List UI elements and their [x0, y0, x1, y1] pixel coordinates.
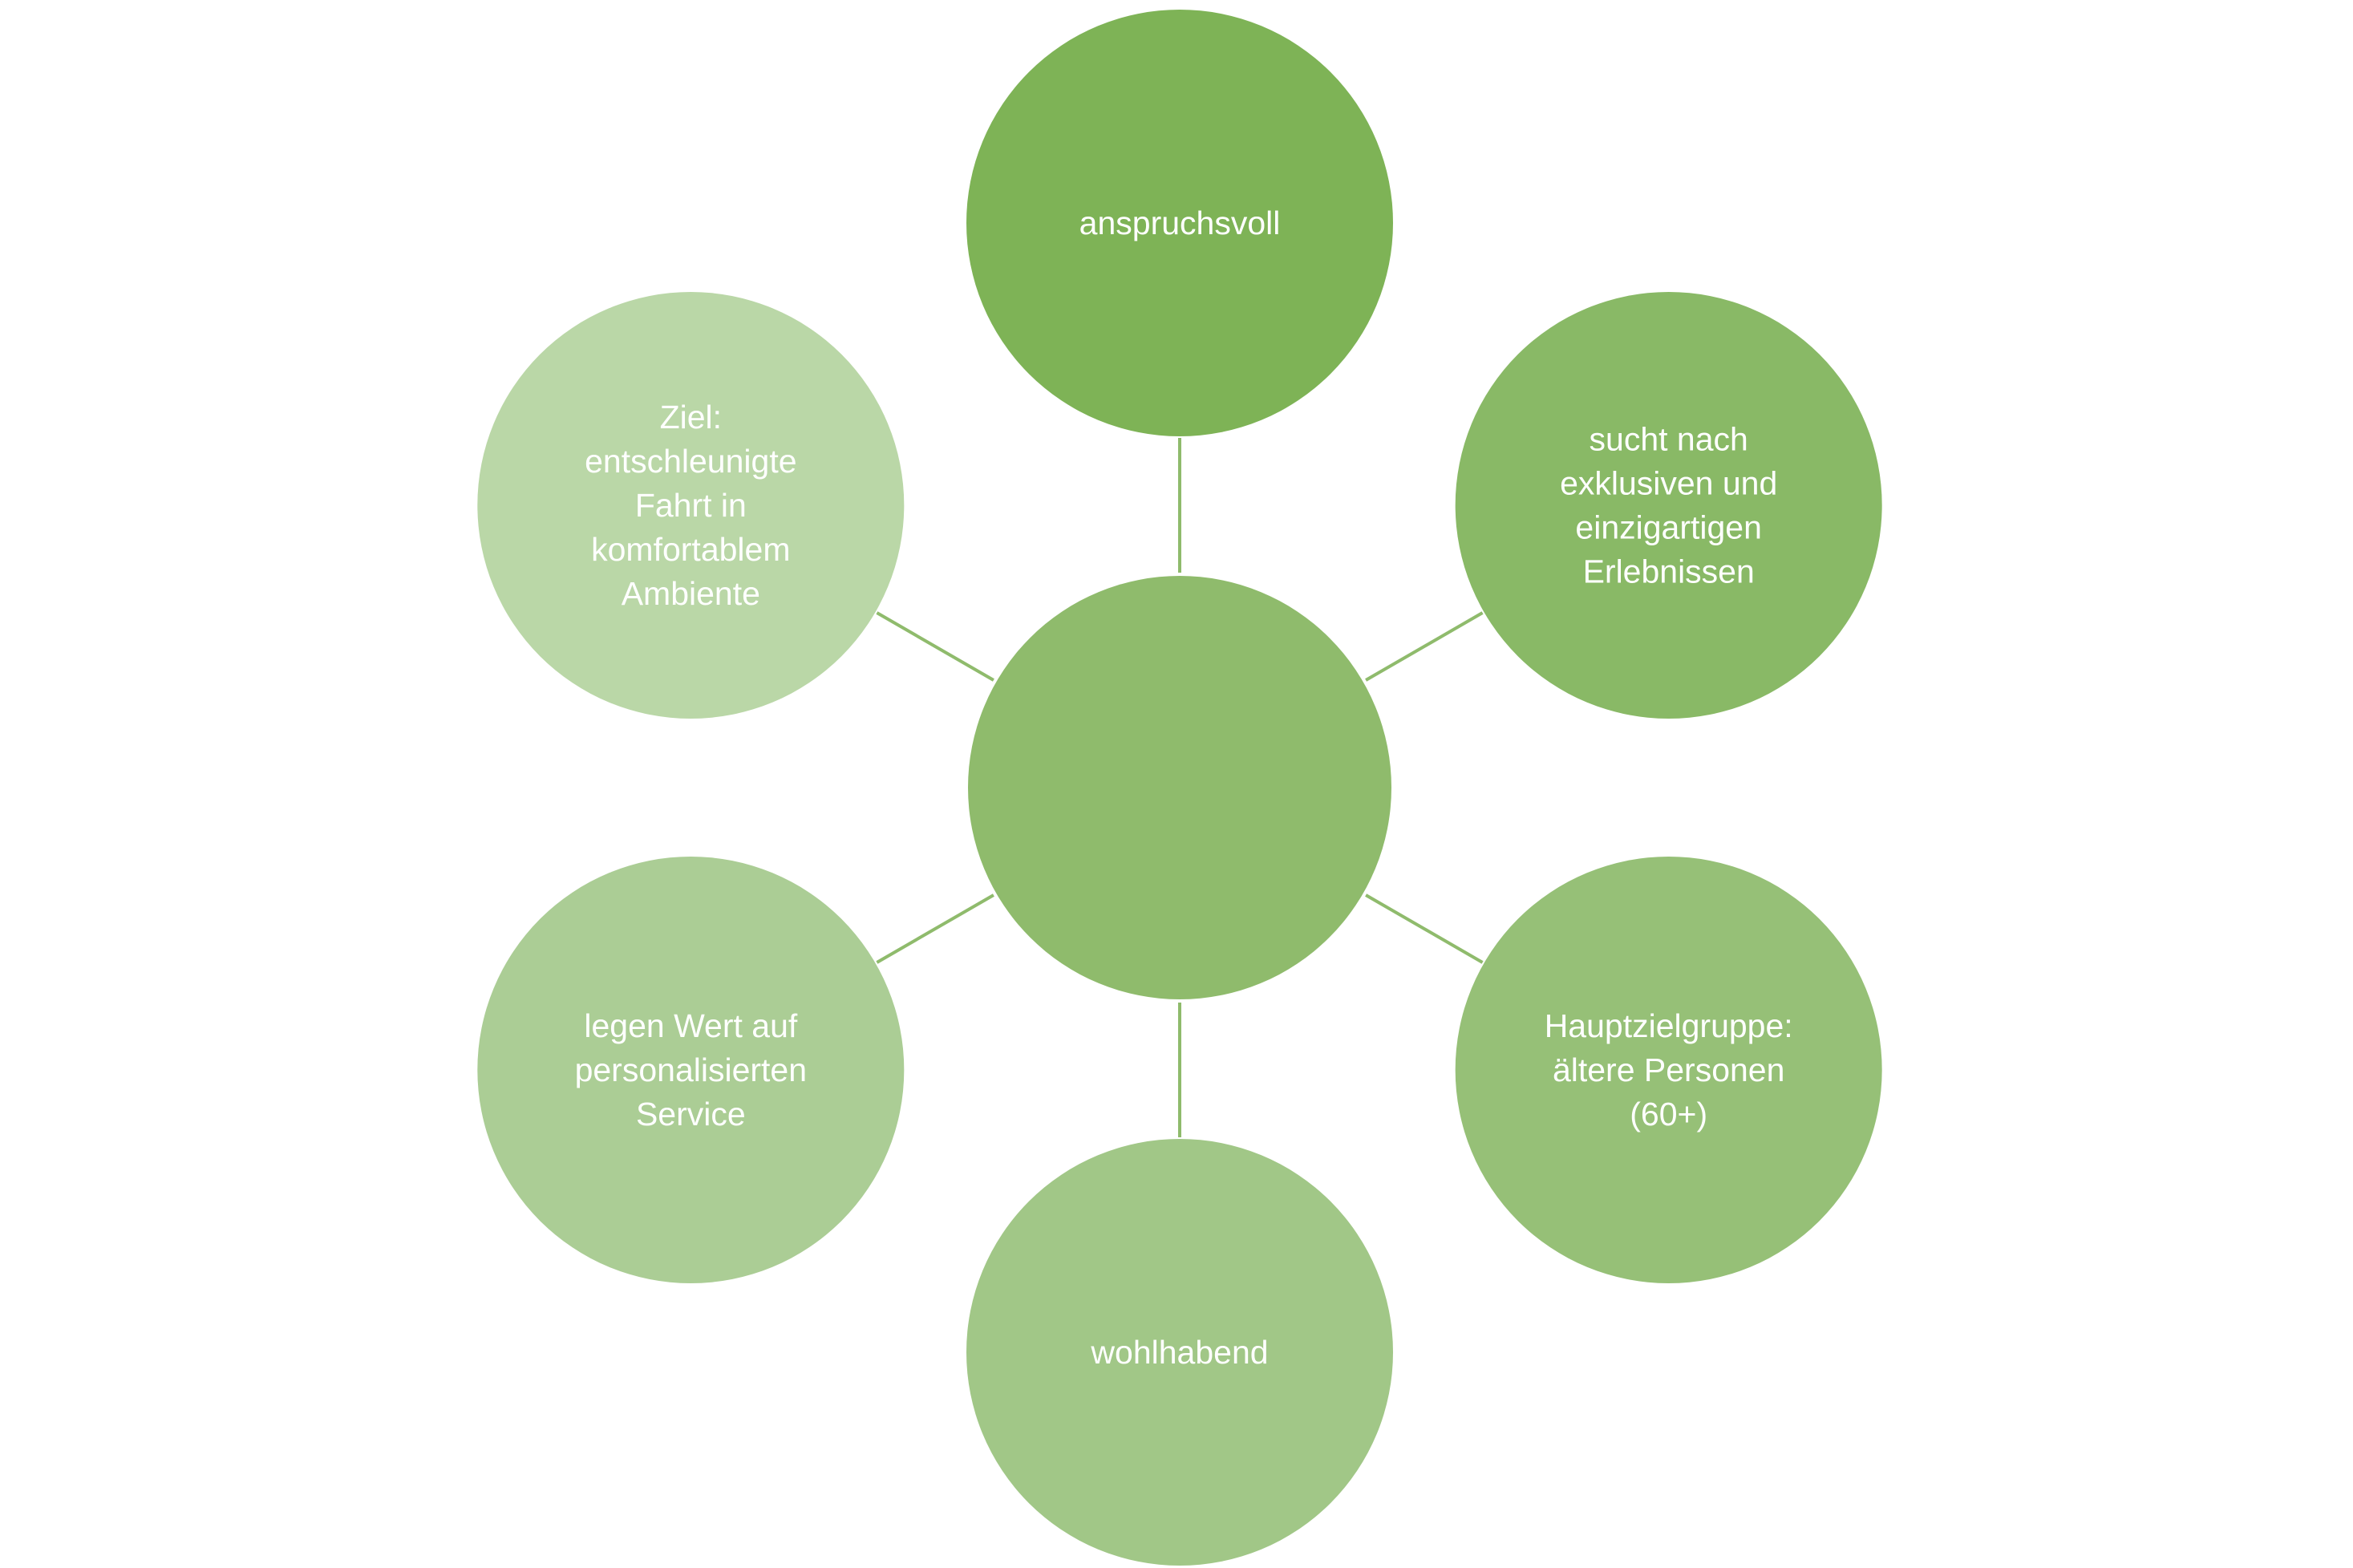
node-circle-ziel [477, 292, 905, 719]
node-circle-wohlhabend [966, 1139, 1393, 1566]
node-hauptzielgruppe: Hauptzielgruppe: ältere Personen (60+) [1455, 857, 1882, 1283]
node-label-anspruchsvoll: anspruchsvoll [1079, 205, 1281, 241]
node-label-line: einzigartigen [1575, 509, 1762, 546]
node-circle-anspruchsvoll [966, 10, 1393, 436]
node-label-line: komfortablem [591, 531, 790, 568]
node-label-line: legen Wert auf [584, 1007, 798, 1044]
node-label-line: sucht nach [1590, 421, 1748, 458]
node-label-line: entschleunigte [585, 443, 796, 480]
node-label-line: personalisierten [575, 1051, 807, 1088]
node-label-line: ältere Personen [1553, 1051, 1784, 1088]
node-label-line: Ziel: [660, 399, 722, 436]
node-label-line: Fahrt in [635, 487, 747, 524]
node-circle-sucht-nach-exklusiven [1455, 292, 1882, 719]
connector-sucht-nach-exklusiven [1365, 611, 1484, 682]
node-circle-hauptzielgruppe [1455, 857, 1882, 1283]
node-label-line: exklusiven und [1560, 465, 1777, 502]
connectors-group [876, 438, 1484, 1137]
connector-hauptzielgruppe [1365, 893, 1484, 964]
nodes-group: anspruchsvoll sucht nach exklusiven und ein… [477, 10, 1882, 1566]
node-label-wohlhabend: wohlhabend [1090, 1334, 1268, 1371]
node-anspruchsvoll: anspruchsvoll [966, 10, 1393, 436]
node-label-line: Ambiente [622, 575, 760, 612]
connector-legen-wert [876, 893, 994, 964]
node-label-line: wohlhabend [1090, 1334, 1268, 1371]
node-label-line: Service [636, 1096, 746, 1132]
node-circle-legen-wert [477, 857, 905, 1283]
node-label-line: Erlebnissen [1583, 553, 1755, 590]
node-label-line: Hauptzielgruppe: [1545, 1007, 1793, 1044]
node-label-line: (60+) [1630, 1096, 1707, 1132]
center-circle [968, 576, 1391, 999]
node-label-line: anspruchsvoll [1079, 205, 1281, 241]
node-label-hauptzielgruppe: Hauptzielgruppe: ältere Personen (60+) [1545, 1007, 1793, 1132]
node-wohlhabend: wohlhabend [966, 1139, 1393, 1566]
connector-ziel [876, 611, 994, 682]
